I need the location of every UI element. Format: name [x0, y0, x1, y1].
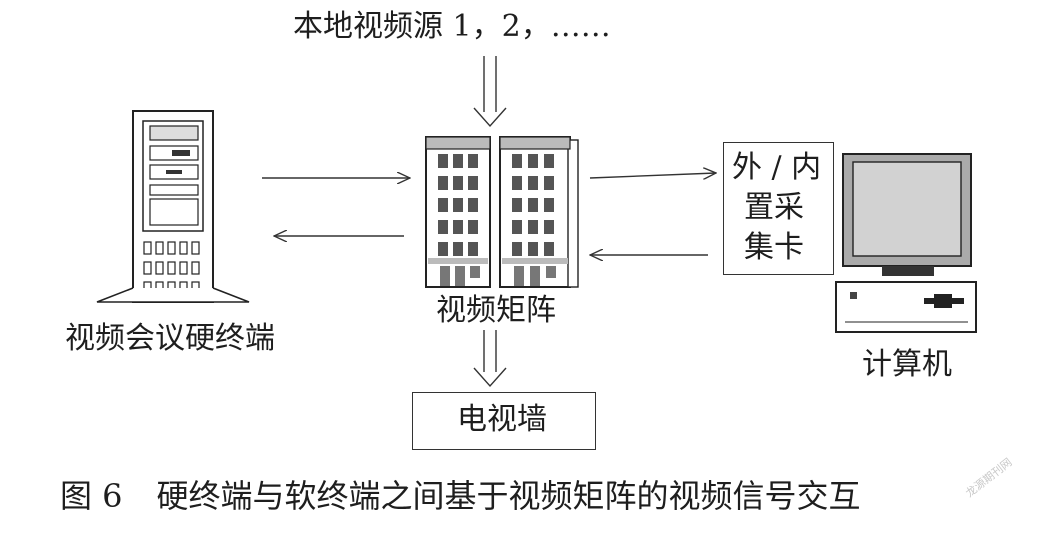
capture-card-line-1: 外 / 内 — [732, 150, 822, 185]
computer-label: 计算机 — [862, 347, 952, 382]
figure-caption-text: 硬终端与软终端之间基于视频矩阵的视频信号交互 — [156, 477, 861, 515]
desktop-computer-icon — [835, 153, 977, 333]
server-tower-icon — [96, 110, 250, 303]
tv-wall-label: 电视墙 — [457, 402, 547, 437]
arrow-sources-to-matrix — [473, 56, 507, 128]
arrow-matrix-to-tvwall — [473, 330, 507, 388]
capture-card-box: 外 / 内 置采 集卡 — [723, 142, 834, 275]
matrix-label: 视频矩阵 — [436, 293, 556, 328]
arrow-matrix-to-capture — [589, 173, 716, 178]
capture-card-line-2: 置采 — [744, 190, 804, 225]
building-matrix-icon — [425, 136, 579, 288]
figure-number: 图 6 — [60, 477, 123, 515]
capture-card-line-3: 集卡 — [744, 230, 804, 265]
figure-caption: 图 6 硬终端与软终端之间基于视频矩阵的视频信号交互 — [60, 476, 861, 516]
local-sources-label: 本地视频源 1，2，…… — [293, 9, 611, 44]
terminal-label: 视频会议硬终端 — [65, 321, 275, 356]
tv-wall-box: 电视墙 — [412, 392, 596, 450]
